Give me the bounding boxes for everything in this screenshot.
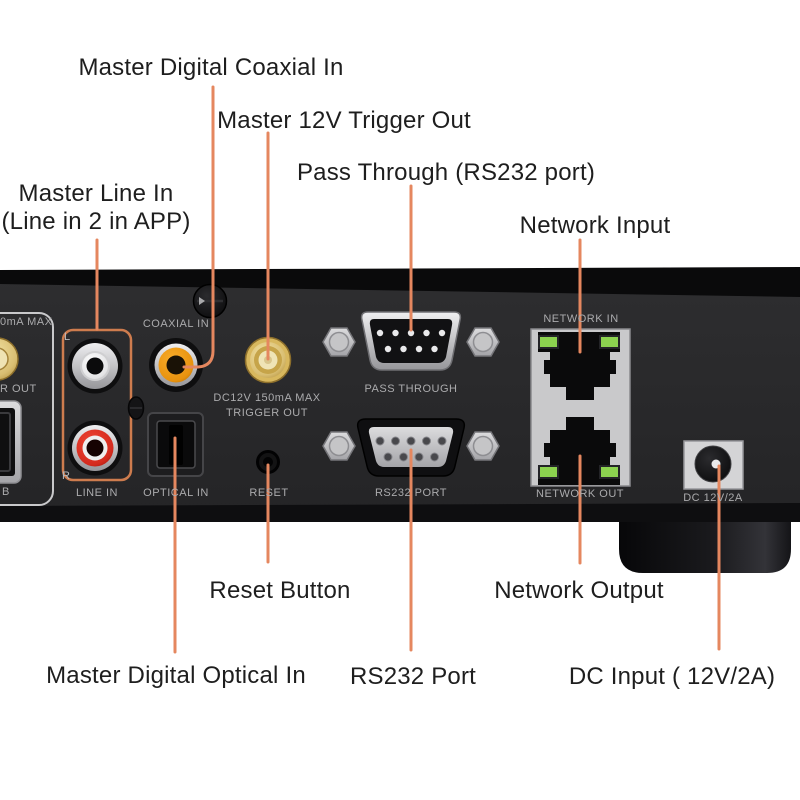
annotation-network-input: Network Input (519, 212, 671, 239)
pass-through-port (322, 311, 500, 371)
annotation-line-in-line1: Master Line In (18, 180, 174, 207)
db9-pins (376, 329, 446, 353)
annotation-reset: Reset Button (209, 577, 351, 604)
line-in-right-jack (67, 420, 123, 476)
panel-label-trigger-2: TRIGGER OUT (226, 407, 308, 419)
panel-label-channel-l: L (64, 331, 71, 343)
line-in-left-jack (67, 338, 123, 394)
panel-label-coaxial-in: COAXIAL IN (142, 318, 210, 330)
device-foot (619, 522, 791, 573)
line-in-group (61, 328, 133, 482)
panel-label-pass-through: PASS THROUGH (364, 383, 458, 395)
chassis-bottom-edge (0, 503, 800, 522)
annotation-dc-input: DC Input ( 12V/2A) (568, 663, 776, 690)
rs232-port (322, 418, 500, 477)
left-breakout-box (0, 312, 54, 506)
panel-label-network-in: NETWORK IN (543, 313, 619, 325)
trigger-out-jack-partial (0, 337, 19, 381)
annotation-trigger: Master 12V Trigger Out (217, 107, 471, 134)
dc-input-jack (683, 440, 744, 490)
panel-label-trigger-1: DC12V 150mA MAX (213, 392, 321, 404)
leader-lines (95, 85, 721, 654)
annotation-line-in: Master Line In (Line in 2 in APP) (1, 180, 190, 236)
annotation-coaxial: Master Digital Coaxial In (78, 54, 344, 81)
coaxial-jack (149, 338, 203, 392)
annotation-line-in-line2: (Line in 2 in APP) (1, 208, 191, 235)
usb-port-partial (0, 400, 22, 484)
chassis-top-edge (0, 267, 800, 297)
annotation-optical: Master Digital Optical In (46, 662, 306, 689)
panel-label-line-in: LINE IN (75, 487, 119, 499)
leader-coaxial (182, 85, 215, 369)
ethernet-leds (538, 335, 620, 479)
panel-label-rs232-port: RS232 PORT (374, 487, 448, 499)
panel-label-dc: DC 12V/2A (683, 492, 743, 504)
panel-label-partial-usb: B (2, 486, 10, 498)
annotation-rs232: RS232 Port (349, 663, 477, 690)
panel-label-reset: RESET (249, 487, 289, 499)
annotation-pass-through: Pass Through (RS232 port) (296, 159, 596, 186)
panel-label-partial-r-out: R OUT (0, 383, 37, 395)
reset-button (256, 450, 280, 474)
annotation-network-output: Network Output (494, 577, 664, 604)
panel-label-network-out: NETWORK OUT (536, 488, 624, 500)
screw-small (127, 396, 145, 420)
panel-label-channel-r: R (62, 470, 71, 482)
db9-holes (375, 436, 447, 462)
panel-label-optical-in: OPTICAL IN (143, 487, 209, 499)
panel-label-partial-ma-max: 0mA MAX (0, 316, 53, 328)
screw-top (192, 283, 228, 319)
